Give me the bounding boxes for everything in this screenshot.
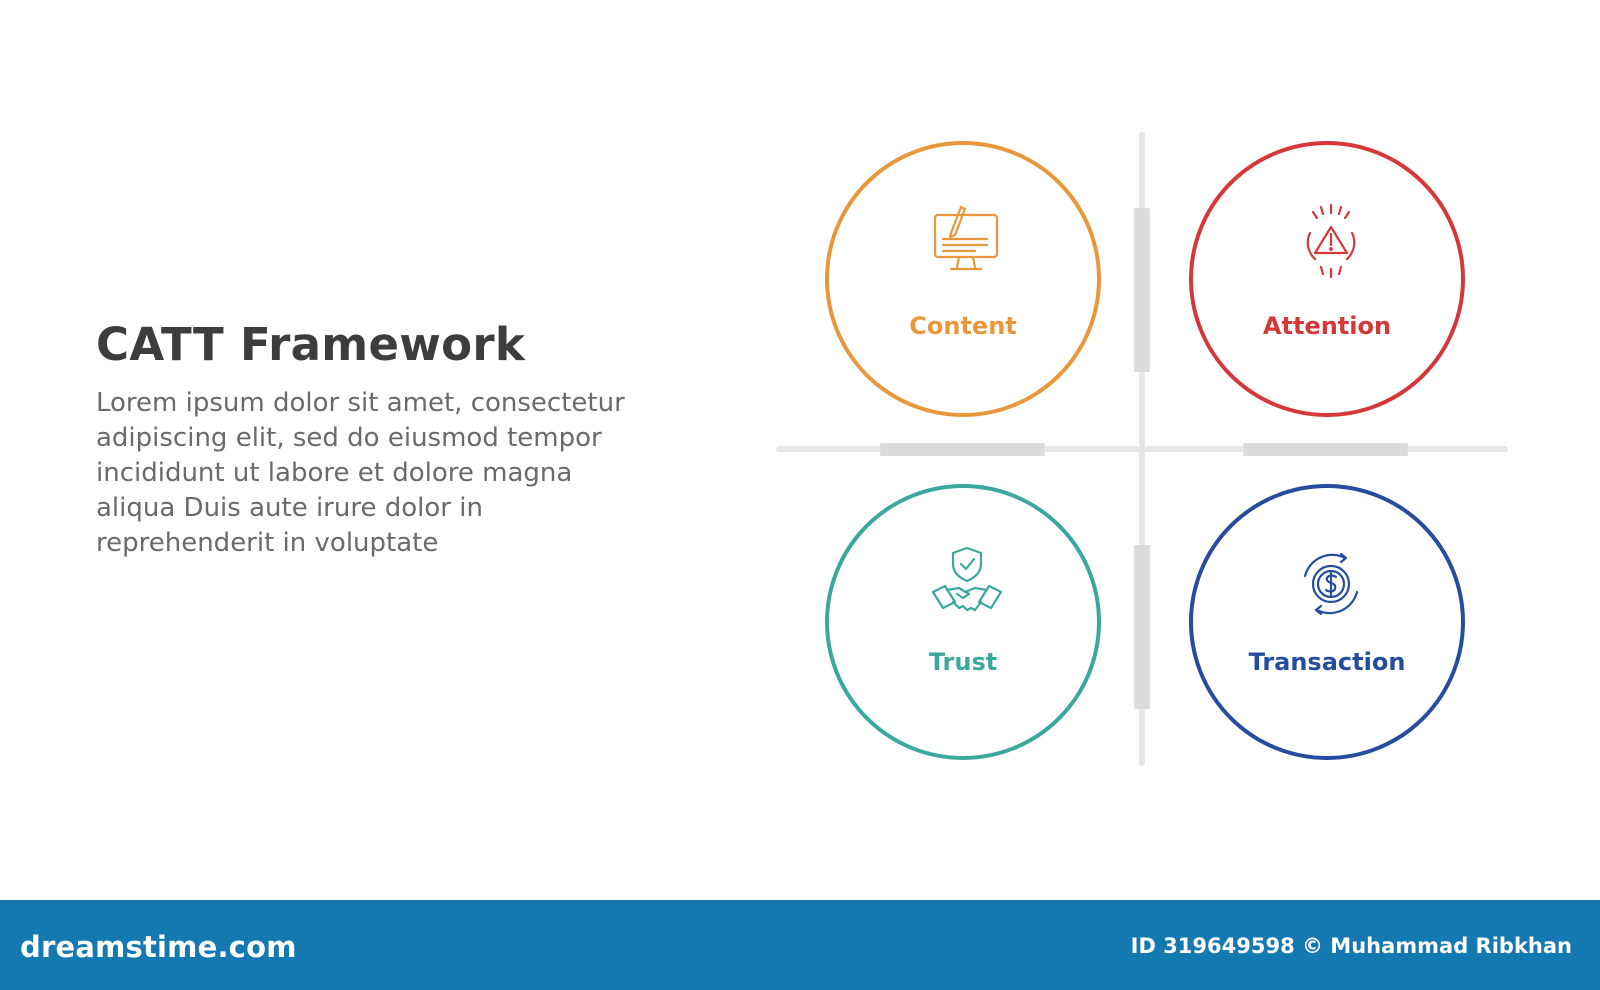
description-line: aliqua Duis aute irure dolor in bbox=[96, 493, 483, 523]
footer-site-logo: dreamstime.com bbox=[20, 930, 297, 964]
axis-segment bbox=[1243, 443, 1408, 456]
computer-edit-icon bbox=[933, 205, 999, 271]
quadrant-label: Attention bbox=[1262, 312, 1392, 340]
dollar-cycle-icon bbox=[1303, 552, 1359, 616]
intro-panel: CATT Framework Lorem ipsum dolor sit ame… bbox=[96, 318, 696, 561]
quadrant-trust: Trust bbox=[825, 484, 1101, 760]
footer-bar: dreamstime.com ID 319649598 © Muhammad R… bbox=[0, 900, 1600, 990]
catt-diagram: Content Attention bbox=[776, 132, 1508, 766]
quadrant-attention: Attention bbox=[1189, 141, 1465, 417]
page-title: CATT Framework bbox=[96, 318, 526, 371]
description-line: adipiscing elit, sed do eiusmod tempor bbox=[96, 423, 602, 453]
quadrant-label: Transaction bbox=[1248, 648, 1406, 676]
axis-segment bbox=[1134, 208, 1150, 372]
description-line: incididunt ut labore et dolore magna bbox=[96, 458, 573, 488]
footer-credit: ID 319649598 © Muhammad Ribkhan bbox=[1130, 934, 1572, 958]
axis-segment bbox=[880, 443, 1045, 456]
quadrant-transaction: Transaction bbox=[1189, 484, 1465, 760]
handshake-shield-icon bbox=[931, 546, 1003, 612]
quadrant-label: Trust bbox=[928, 648, 998, 676]
alert-warning-icon bbox=[1306, 203, 1356, 279]
quadrant-label: Content bbox=[909, 312, 1017, 340]
description-line: reprehenderit in voluptate bbox=[96, 528, 439, 558]
description-line: Lorem ipsum dolor sit amet, consectetur bbox=[96, 388, 625, 418]
axis-segment bbox=[1134, 545, 1150, 709]
quadrant-content: Content bbox=[825, 141, 1101, 417]
horizontal-axis bbox=[776, 446, 1508, 452]
description: Lorem ipsum dolor sit amet, consectetur … bbox=[96, 386, 686, 561]
